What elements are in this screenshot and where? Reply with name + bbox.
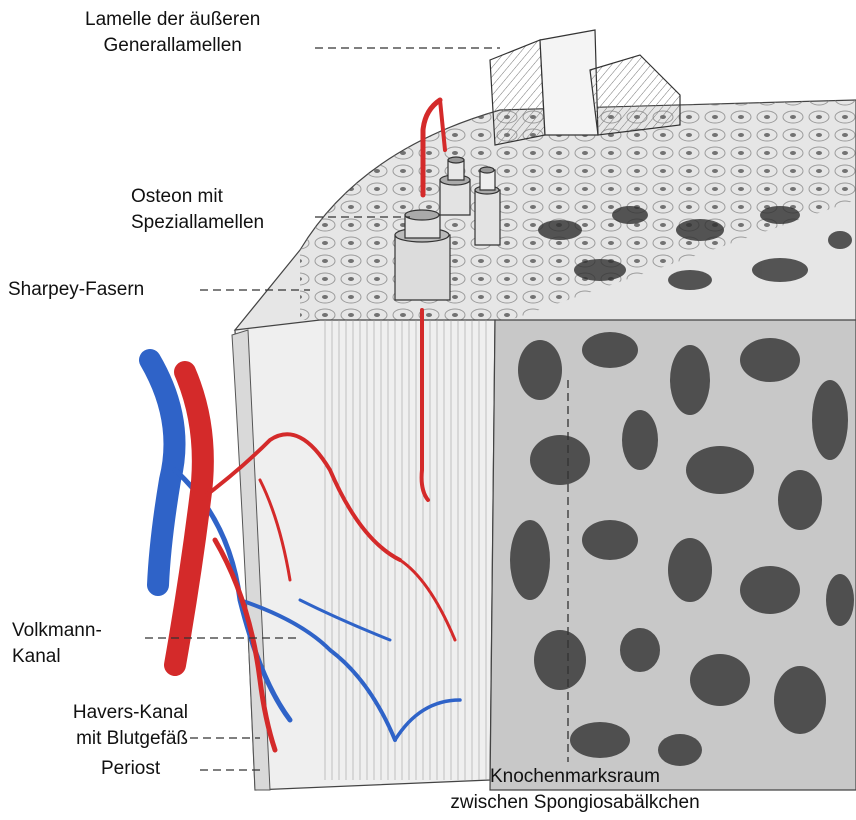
label-general-lamellae: Lamelle der äußeren Generallamellen: [85, 7, 260, 59]
compact-bone-fibers: [320, 320, 490, 780]
label-sharpey-fibers: Sharpey-Fasern: [8, 277, 144, 303]
general-lamellae-blocks: [490, 30, 680, 145]
label-marrow-space: Knochenmarksraum zwischen Spongiosabälkc…: [420, 764, 730, 816]
label-volkmann-canal: Volkmann- Kanal: [12, 618, 102, 670]
label-havers-canal: Havers-Kanal mit Blutgefäß: [38, 700, 188, 752]
label-periost: Periost: [101, 756, 160, 782]
label-osteon: Osteon mit Speziallamellen: [131, 184, 264, 236]
